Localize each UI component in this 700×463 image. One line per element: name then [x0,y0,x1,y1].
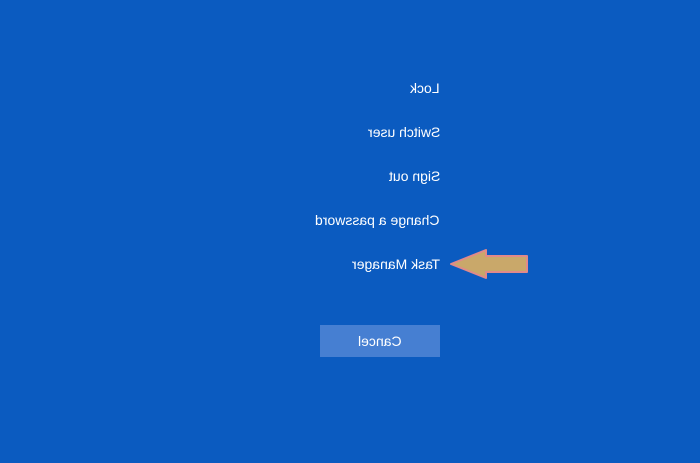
sign-out-option[interactable]: Sign out [389,164,440,188]
lock-label: Lock [410,80,440,96]
lock-option[interactable]: Lock [410,76,440,100]
task-manager-label: Task Manager [352,256,440,272]
switch-user-label: Switch user [367,124,440,140]
cancel-label: Cancel [358,333,402,349]
switch-user-option[interactable]: Switch user [368,120,440,144]
change-password-option[interactable]: Change a password [315,208,440,232]
cancel-button[interactable]: Cancel [320,325,440,357]
task-manager-option[interactable]: Task Manager [352,252,440,276]
change-password-label: Change a password [315,212,440,228]
sign-out-label: Sign out [388,168,440,184]
arrow-left-icon [450,249,528,279]
